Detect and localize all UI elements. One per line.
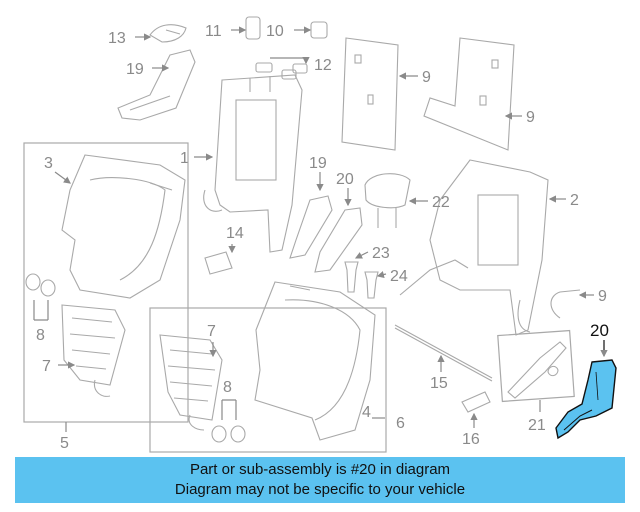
callout-17: 15 [430, 375, 448, 392]
callout-8-mid: 8 [223, 379, 232, 396]
callout-23: 21 [528, 417, 546, 434]
info-banner: Part or sub-assembly is #20 in diagram D… [15, 457, 625, 503]
callout-12: 10 [266, 23, 284, 40]
callout-18: 16 [462, 431, 480, 448]
callout-11: 9 [526, 109, 535, 126]
part-7-mid-heater: 7 [159, 323, 223, 431]
part-15-clip: 13 [108, 24, 187, 47]
part-7-left-heater: 7 [42, 304, 126, 397]
callout-25: 23 [372, 245, 390, 262]
callout-9: 9 [598, 288, 607, 305]
callout-8-left: 8 [36, 327, 45, 344]
callout-1: 1 [180, 150, 189, 167]
part-8-left-grommets: 8 [25, 273, 56, 344]
part-25-guide: 23 [344, 245, 390, 293]
callout-22: 20 [336, 171, 354, 188]
callout-13: 11 [205, 23, 222, 40]
part-16-cap: 14 [204, 225, 244, 275]
callout-21: 19 [309, 155, 327, 172]
banner-line-1: Part or sub-assembly is #20 in diagram [189, 461, 451, 478]
part-23-bracket: 21 [507, 341, 567, 434]
part-13-cap: 11 [205, 16, 261, 40]
banner-line-2: Diagram may not be specific to your vehi… [174, 481, 466, 498]
callout-7-mid: 7 [207, 323, 216, 340]
callout-10: 9 [422, 69, 431, 86]
callout-26: 24 [390, 268, 408, 285]
callout-15: 13 [108, 30, 126, 47]
part-4-cushion: 4 [254, 281, 385, 441]
callout-5: 5 [60, 435, 69, 452]
part-14-clips: 12 [255, 57, 332, 80]
part-12-cap: 10 [266, 21, 328, 40]
part-1-frame: 1 [180, 74, 303, 253]
assembly-box-23 [497, 329, 575, 403]
part-9-clip: 9 [550, 288, 607, 319]
callout-3: 3 [44, 155, 53, 172]
assembly-box-5 [23, 142, 189, 423]
part-18-clip: 16 [461, 391, 491, 448]
callout-20: 20 [590, 321, 609, 340]
part-3-cushion: 3 [44, 154, 186, 299]
callout-7-left: 7 [42, 358, 51, 375]
part-24-headrest: 22 [364, 173, 450, 228]
parts-diagram: 13 11 10 12 19 1 [23, 16, 617, 453]
part-20-highlighted[interactable]: 20 [555, 321, 617, 440]
callout-4: 4 [362, 404, 371, 421]
part-19-bracket: 19 [117, 49, 196, 121]
label-6: 6 [396, 415, 405, 432]
callout-16: 14 [226, 225, 244, 242]
label-5: 5 [60, 422, 69, 452]
part-8-mid-grommets: 8 [211, 379, 246, 443]
callout-6: 6 [396, 415, 405, 432]
callout-2: 2 [570, 192, 579, 209]
part-26-guide: 24 [364, 268, 408, 299]
callout-19: 19 [126, 61, 144, 78]
part-21-trim: 19 [289, 155, 333, 259]
part-17-rod: 15 [394, 324, 493, 392]
callout-14: 12 [314, 57, 332, 74]
part-11-panel: 9 [423, 37, 535, 151]
callout-24: 22 [432, 194, 450, 211]
assembly-box-6 [149, 307, 387, 453]
part-10-panel: 9 [341, 37, 431, 151]
part-2-frame: 2 [399, 159, 579, 336]
part-22-trim: 20 [314, 171, 363, 273]
